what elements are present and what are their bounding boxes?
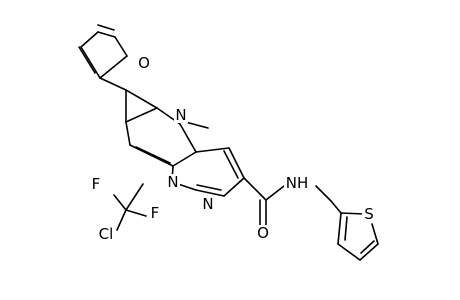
chlorodifluoromethyl-group — [113, 183, 147, 231]
atom-labels: O N N N O NH S F F Cl — [89, 54, 376, 243]
fluorine-top-label: F — [92, 175, 101, 193]
fluorine-right-label: F — [151, 204, 160, 222]
thiophene-ring — [337, 212, 379, 261]
pyrimidine-ring — [125, 89, 197, 183]
pyrazole-nitrogen-label: N — [202, 195, 213, 213]
furan-ring — [78, 24, 128, 91]
thiophene-sulfur-label: S — [364, 205, 374, 223]
chlorine-label: Cl — [99, 225, 114, 243]
amide-oxygen-label: O — [257, 224, 269, 242]
amide-chain — [243, 177, 342, 229]
pyrimidine-nitrogen-label: N — [175, 106, 186, 124]
bridgehead-nitrogen-label: N — [167, 173, 178, 191]
amide-nitrogen-label: NH — [286, 174, 309, 192]
furan-oxygen-label: O — [138, 54, 150, 72]
pyrazole-ring — [171, 119, 245, 197]
